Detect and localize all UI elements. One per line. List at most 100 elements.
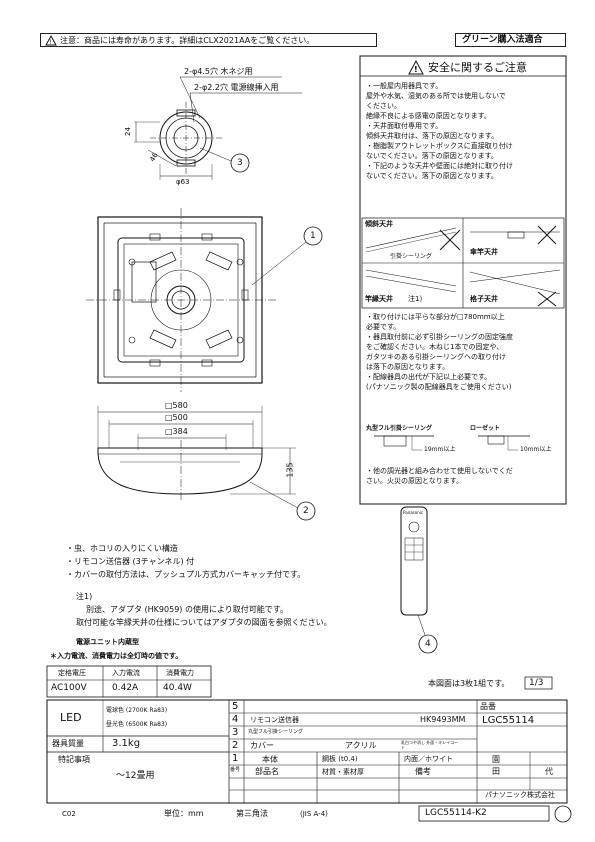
safety-item: ・配線器具の出代が下記以上必要です。 (366, 373, 492, 381)
sheet-note: 本図面は3枚1組です。 (428, 679, 510, 688)
safety-item: 必要です。 (366, 323, 401, 331)
part-material-2: アクリル (345, 741, 377, 750)
safety-item: ・取り付けには平らな部分が□780mm以上 (366, 313, 505, 321)
callout-4: 4 (425, 639, 431, 649)
safety-item: ください。 (366, 102, 401, 110)
safety-item: 絶縁不良による感電の原因となります。 (366, 112, 491, 120)
part-finish-4: HK9493MM (420, 715, 466, 724)
safety-item: ・天井面取付専用です。 (366, 122, 443, 130)
footer-projection: 第三角法 (236, 809, 268, 818)
fitting-dim-10: 10mm以上 (520, 446, 552, 453)
svg-text:!: ! (414, 65, 418, 74)
svg-text:!: ! (50, 39, 52, 46)
hole-note-wire: 2-φ2.2穴 電源線挿入用 (194, 83, 279, 92)
designer-3: 代 (545, 767, 553, 776)
col-header-name: 部品名 (255, 767, 279, 776)
dim-phi63: φ63 (176, 178, 190, 186)
dim-500: □500 (165, 413, 188, 422)
note-head: 注1) (76, 592, 93, 601)
safety-list-c: ・他の調光器と組み合わせて使用しないでくだ さい。火災の原因となります。 (366, 466, 556, 486)
dim-24: 24 (123, 127, 132, 136)
notes-label: 特記事項 (58, 755, 90, 764)
part-finish-2: 乳白つや消し 外面・キレイコート (401, 740, 459, 750)
power-note: ＊入力電流、消費電力は全灯時の値です。 (50, 652, 183, 660)
weight-value: 3.1kg (112, 738, 141, 749)
safety-item: ・下記のような天井や壁面には絶対に取り付け (366, 162, 513, 170)
part-name-1: 本体 (262, 755, 278, 764)
safety-item: ・器具取付前に必ず引掛シーリングの固定強度 (366, 333, 513, 341)
feature-item: ・リモコン送信器 (3チャンネル) 付 (66, 557, 195, 566)
led-color-warm: 電球色 (2700K Ra83) (106, 707, 168, 714)
hole-note-wood-screw: 2-φ4.5穴 木ネジ用 (184, 67, 253, 76)
green-purchase-badge (455, 33, 566, 47)
dim-135: 135 (285, 462, 295, 478)
fitting-label-rosette: ローゼット (470, 425, 501, 432)
safety-item: ないでください。落下の原因となります。 (366, 152, 498, 160)
power-watt: 40.4W (163, 683, 192, 693)
callout-2: 2 (303, 506, 309, 516)
feature-list: ・虫、ホコリの入りにくい構造 ・リモコン送信器 (3チャンネル) 付 ・カバーの… (66, 542, 305, 581)
feature-item: ・虫、ホコリの入りにくい構造 (66, 544, 178, 553)
power-current: 0.42A (112, 683, 139, 693)
led-label: LED (60, 711, 82, 724)
footer-unit: 単位：mm (164, 809, 204, 818)
callout-3: 3 (237, 158, 243, 168)
part-material-1: 鋼板 (t0.4) (322, 755, 358, 763)
safety-item: 傾斜天井取付は、落下の原因となります。 (366, 132, 499, 140)
fitting-dim-19: 19mm以上 (424, 446, 456, 453)
part-no-3: 3 (232, 727, 239, 738)
part-name-3: 丸型フル引掛シーリング (248, 729, 304, 735)
dim-384: □384 (165, 427, 188, 436)
safety-item: ・他の調光器と組み合わせて使用しないでくだ (366, 467, 513, 475)
safety-item: をご確認ください。木ねじ1本での固定や、 (366, 343, 504, 351)
part-no-4: 4 (232, 714, 239, 725)
fitting-label-ceiling: 丸型フル引掛シーリング (366, 425, 433, 432)
part-no-1: 1 (232, 753, 239, 764)
power-voltage: AC100V (51, 683, 87, 693)
drawing-number: LGC55114-K2 (425, 808, 487, 818)
power-header-watt: 消費電力 (166, 669, 194, 677)
designer-2: 田 (492, 767, 500, 776)
header-notice-box (40, 33, 377, 47)
part-name-2: カバー (250, 741, 274, 750)
feature-item: ・カバーの取付方法は、プッシュプル方式カバーキャッチ付です。 (66, 570, 306, 579)
part-name-4: リモコン送信器 (250, 716, 299, 724)
col-header-no: 番号 (230, 767, 241, 773)
note-line2: 取付可能な竿縁天井の仕様についてはアダプタの図面を参照ください。 (76, 618, 332, 627)
power-unit-title: 電源ユニット内蔵型 (76, 638, 139, 646)
ceiling-label-hook: 引掛シーリング (390, 253, 433, 260)
led-color-day: 昼光色 (6500K Ra83) (106, 721, 168, 728)
header-notice: 注意：商品には寿命があります。詳細はCLX2021AAをご覧ください。 (60, 36, 315, 45)
safety-item: さい。火災の原因となります。 (366, 477, 464, 485)
part-finish-1: 内面／ホワイト (404, 755, 453, 763)
ceiling-label-slope: 傾斜天井 (365, 220, 393, 228)
safety-list-a: ・一般屋内用器具です。 屋外や水気、湿気のある所では使用しないで ください。 絶… (366, 81, 556, 181)
part-no-2: 2 (232, 740, 239, 751)
safety-item: 屋外や水気、湿気のある所では使用しないで (366, 92, 506, 100)
callout-1: 1 (310, 231, 316, 241)
col-header-material: 材質・素材厚 (322, 768, 364, 776)
notes-value: ～12畳用 (116, 771, 155, 781)
safety-item: ・樹脂製アウトレットボックスに直接取り付け (366, 142, 513, 150)
safety-list-b: ・取り付けには平らな部分が□780mm以上 必要です。 ・器具取付前に必ず引掛シ… (366, 312, 556, 392)
safety-title: 安全に関するご注意 (428, 61, 527, 74)
remote-brand: Panasonic (403, 510, 424, 515)
safety-item: は落下の原因となります。 (366, 363, 450, 371)
green-purchase-label: グリーン購入法適合 (462, 35, 543, 45)
company-name: パナソニック株式会社 (485, 791, 555, 799)
safety-item: ガタツキのある引掛シーリングへの取り付け (366, 353, 506, 361)
weight-label: 器具質量 (52, 739, 84, 748)
ceiling-label-note1: 注1) (408, 295, 423, 303)
power-header-voltage: 定格電圧 (58, 669, 86, 677)
col-header-remark: 備考 (415, 767, 431, 776)
safety-item: (パナソニック製の配線器具をご使用ください) (366, 383, 512, 391)
designer-1: 園 (492, 755, 500, 764)
product-label: 品番 (480, 702, 496, 711)
note-line1: 別途、アダプタ (HK9059) の使用により取付可能です。 (86, 605, 288, 614)
power-header-current: 入力電流 (112, 669, 140, 677)
product-code: LGC55114 (482, 715, 535, 726)
footer-jis: (JIS A-4) (300, 810, 328, 818)
part-no-5: 5 (232, 701, 239, 712)
safety-item: ・一般屋内用器具です。 (366, 82, 443, 90)
